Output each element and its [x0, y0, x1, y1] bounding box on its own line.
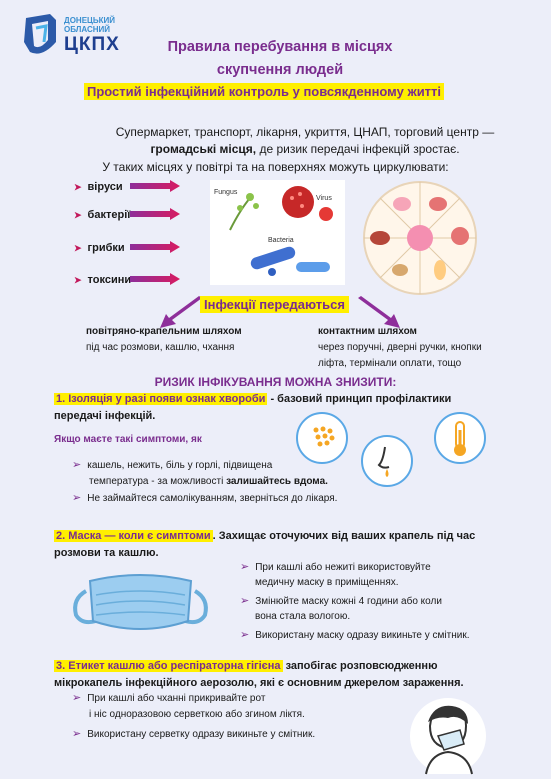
isolation-list: ➢кашель, нежить, біль у горлі, підвищена…: [72, 457, 337, 507]
section-mask: 2. Маска — коли є симптоми. Захищає оточ…: [54, 530, 476, 559]
intro-text: Супермаркет, транспорт, лікарня, укриття…: [115, 125, 495, 156]
arrow-right-icon: [130, 241, 180, 253]
pathogen-toxins: ➤токсини: [74, 274, 132, 286]
arrow-down-left-icon: [160, 296, 202, 328]
list-item: ➢Не займайтеся самолікуванням, звернітьс…: [72, 492, 338, 504]
list-item: ➢кашель, нежить, біль у горлі, підвищена: [72, 459, 273, 471]
arrow-right-icon: [130, 273, 180, 285]
body-organs-illustration: [363, 181, 477, 295]
section-cough-etiquette: 3. Етикет кашлю або респіраторна гігієна…: [54, 660, 464, 689]
ckph-logo: [24, 14, 56, 54]
list-item: температура - за можливості залишайтесь …: [89, 476, 328, 487]
list-item: ➢При кашлі або чханні прикривайте рот: [72, 692, 266, 704]
microbes-illustration: Fungus Virus Bacteria: [210, 180, 345, 285]
svg-text:Bacteria: Bacteria: [268, 237, 294, 244]
svg-text:Fungus: Fungus: [214, 189, 238, 196]
list-item: і ніс одноразовою серветкою або згином л…: [89, 709, 305, 720]
svg-text:Virus: Virus: [316, 195, 332, 202]
section-isolation: 1. Ізоляція у разі появи ознак хвороби -…: [54, 393, 452, 422]
subtitle: Простий інфекційний контроль у повсякден…: [84, 83, 445, 100]
thermometer-icon: [434, 412, 486, 464]
pathogen-bacteria: ➤бактерії: [74, 209, 131, 221]
list-item: ➢Використану маску одразу викиньте у смі…: [240, 629, 470, 641]
risk-heading: РИЗИК ІНФІКУВАННЯ МОЖНА ЗНИЗИТИ:: [154, 375, 397, 389]
droplets-icon: [296, 412, 348, 464]
transmit-heading: Інфекції передаються: [200, 296, 349, 313]
mask-list: ➢При кашлі або нежиті використовуйте мед…: [240, 560, 469, 643]
arrow-right-icon: [130, 208, 180, 220]
list-item: ➢При кашлі або нежиті використовуйте: [240, 561, 431, 573]
medical-mask-icon: [73, 574, 208, 630]
coughing-person-icon: [410, 698, 486, 775]
arrow-down-right-icon: [358, 296, 400, 328]
circulate-text: У таких місцях у повітрі та на поверхнях…: [102, 160, 449, 174]
list-item: медичну маску в приміщеннях.: [255, 577, 399, 588]
arrow-right-icon: [130, 180, 180, 192]
list-item: ➢Змінюйте маску кожні 4 години або коли: [240, 595, 442, 607]
cough-list: ➢При кашлі або чханні прикривайте рот і …: [72, 690, 315, 743]
list-item: вона стала вологою.: [255, 611, 351, 622]
symptoms-heading: Якщо маєте такі симптоми, як: [54, 434, 202, 445]
pathogen-viruses: ➤віруси: [74, 181, 123, 193]
runny-nose-icon: [361, 435, 413, 487]
logo-abbr: ЦКПХ: [64, 34, 120, 55]
pathogen-fungi: ➤грибки: [74, 242, 125, 254]
list-item: ➢Використану серветку одразу викиньте у …: [72, 728, 316, 740]
